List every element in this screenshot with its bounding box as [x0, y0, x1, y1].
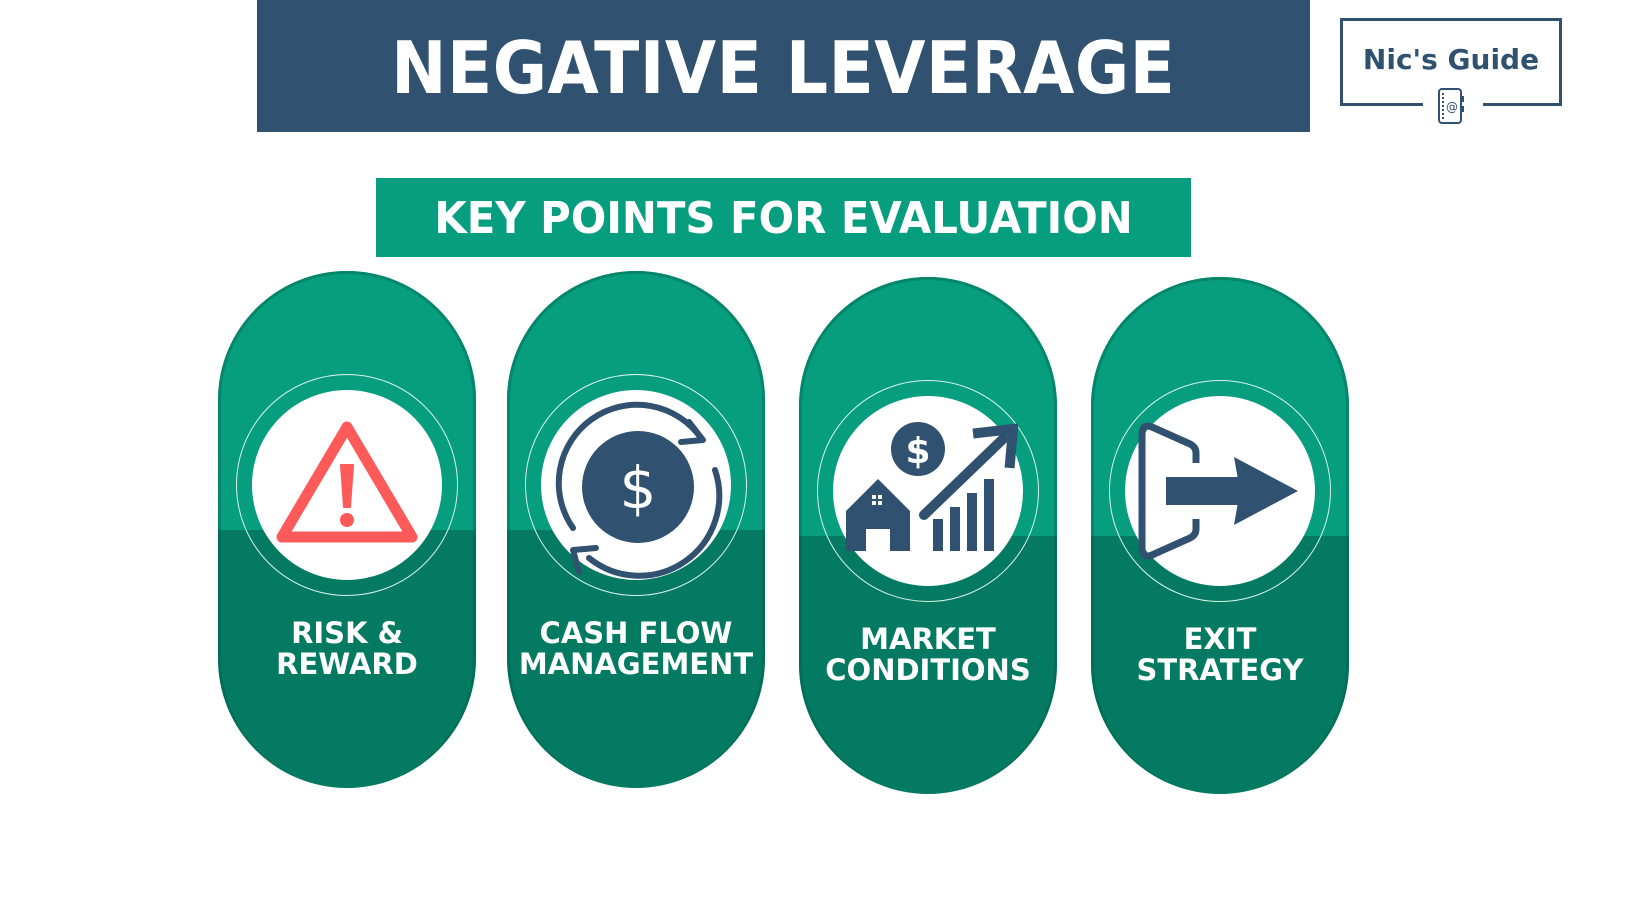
brand-name: Nic's Guide — [1362, 43, 1540, 76]
icon-disc — [1125, 396, 1315, 586]
card-label-line1: RISK & — [291, 616, 403, 650]
card-label-line2: STRATEGY — [1136, 653, 1304, 687]
icon-ring — [236, 374, 458, 596]
icon-ring — [525, 374, 747, 596]
card-label-line2: CONDITIONS — [825, 653, 1031, 687]
market-growth-icon: $ — [846, 422, 1018, 551]
card-label-line2: REWARD — [276, 647, 418, 681]
card-label-line1: MARKET — [860, 622, 996, 656]
card-exit-strategy: EXIT STRATEGY — [1091, 277, 1349, 794]
icon-disc: $ — [833, 396, 1023, 586]
card-label: CASH FLOW MANAGEMENT — [507, 618, 765, 680]
card-cash-flow-management: $ CASH FLOW MANAGEMENT — [507, 271, 765, 788]
card-label-line2: MANAGEMENT — [518, 647, 754, 681]
subtitle: KEY POINTS FOR EVALUATION — [434, 193, 1133, 244]
card-label-line1: EXIT — [1183, 622, 1257, 656]
icon-disc: $ — [541, 390, 731, 580]
card-market-conditions: $ MARKET CONDITIONS — [799, 277, 1057, 794]
cash-flow-cycle-icon: $ — [555, 401, 723, 579]
address-book-icon: @ — [1436, 86, 1466, 126]
card-label: EXIT STRATEGY — [1091, 624, 1349, 686]
warning-triangle-icon — [276, 421, 418, 543]
svg-text:@: @ — [1446, 100, 1458, 114]
title-banner: NEGATIVE LEVERAGE — [257, 0, 1310, 132]
svg-text:$: $ — [620, 454, 657, 522]
page-title: NEGATIVE LEVERAGE — [391, 26, 1176, 110]
icon-ring — [1109, 380, 1331, 602]
subtitle-banner: KEY POINTS FOR EVALUATION — [376, 178, 1191, 257]
icon-disc — [252, 390, 442, 580]
card-label: MARKET CONDITIONS — [799, 624, 1057, 686]
svg-text:$: $ — [905, 431, 930, 472]
card-label-line1: CASH FLOW — [539, 616, 733, 650]
icon-ring — [817, 380, 1039, 602]
exit-door-arrow-icon — [1138, 422, 1298, 560]
card-risk-reward: RISK & REWARD — [218, 271, 476, 788]
card-label: RISK & REWARD — [218, 618, 476, 680]
